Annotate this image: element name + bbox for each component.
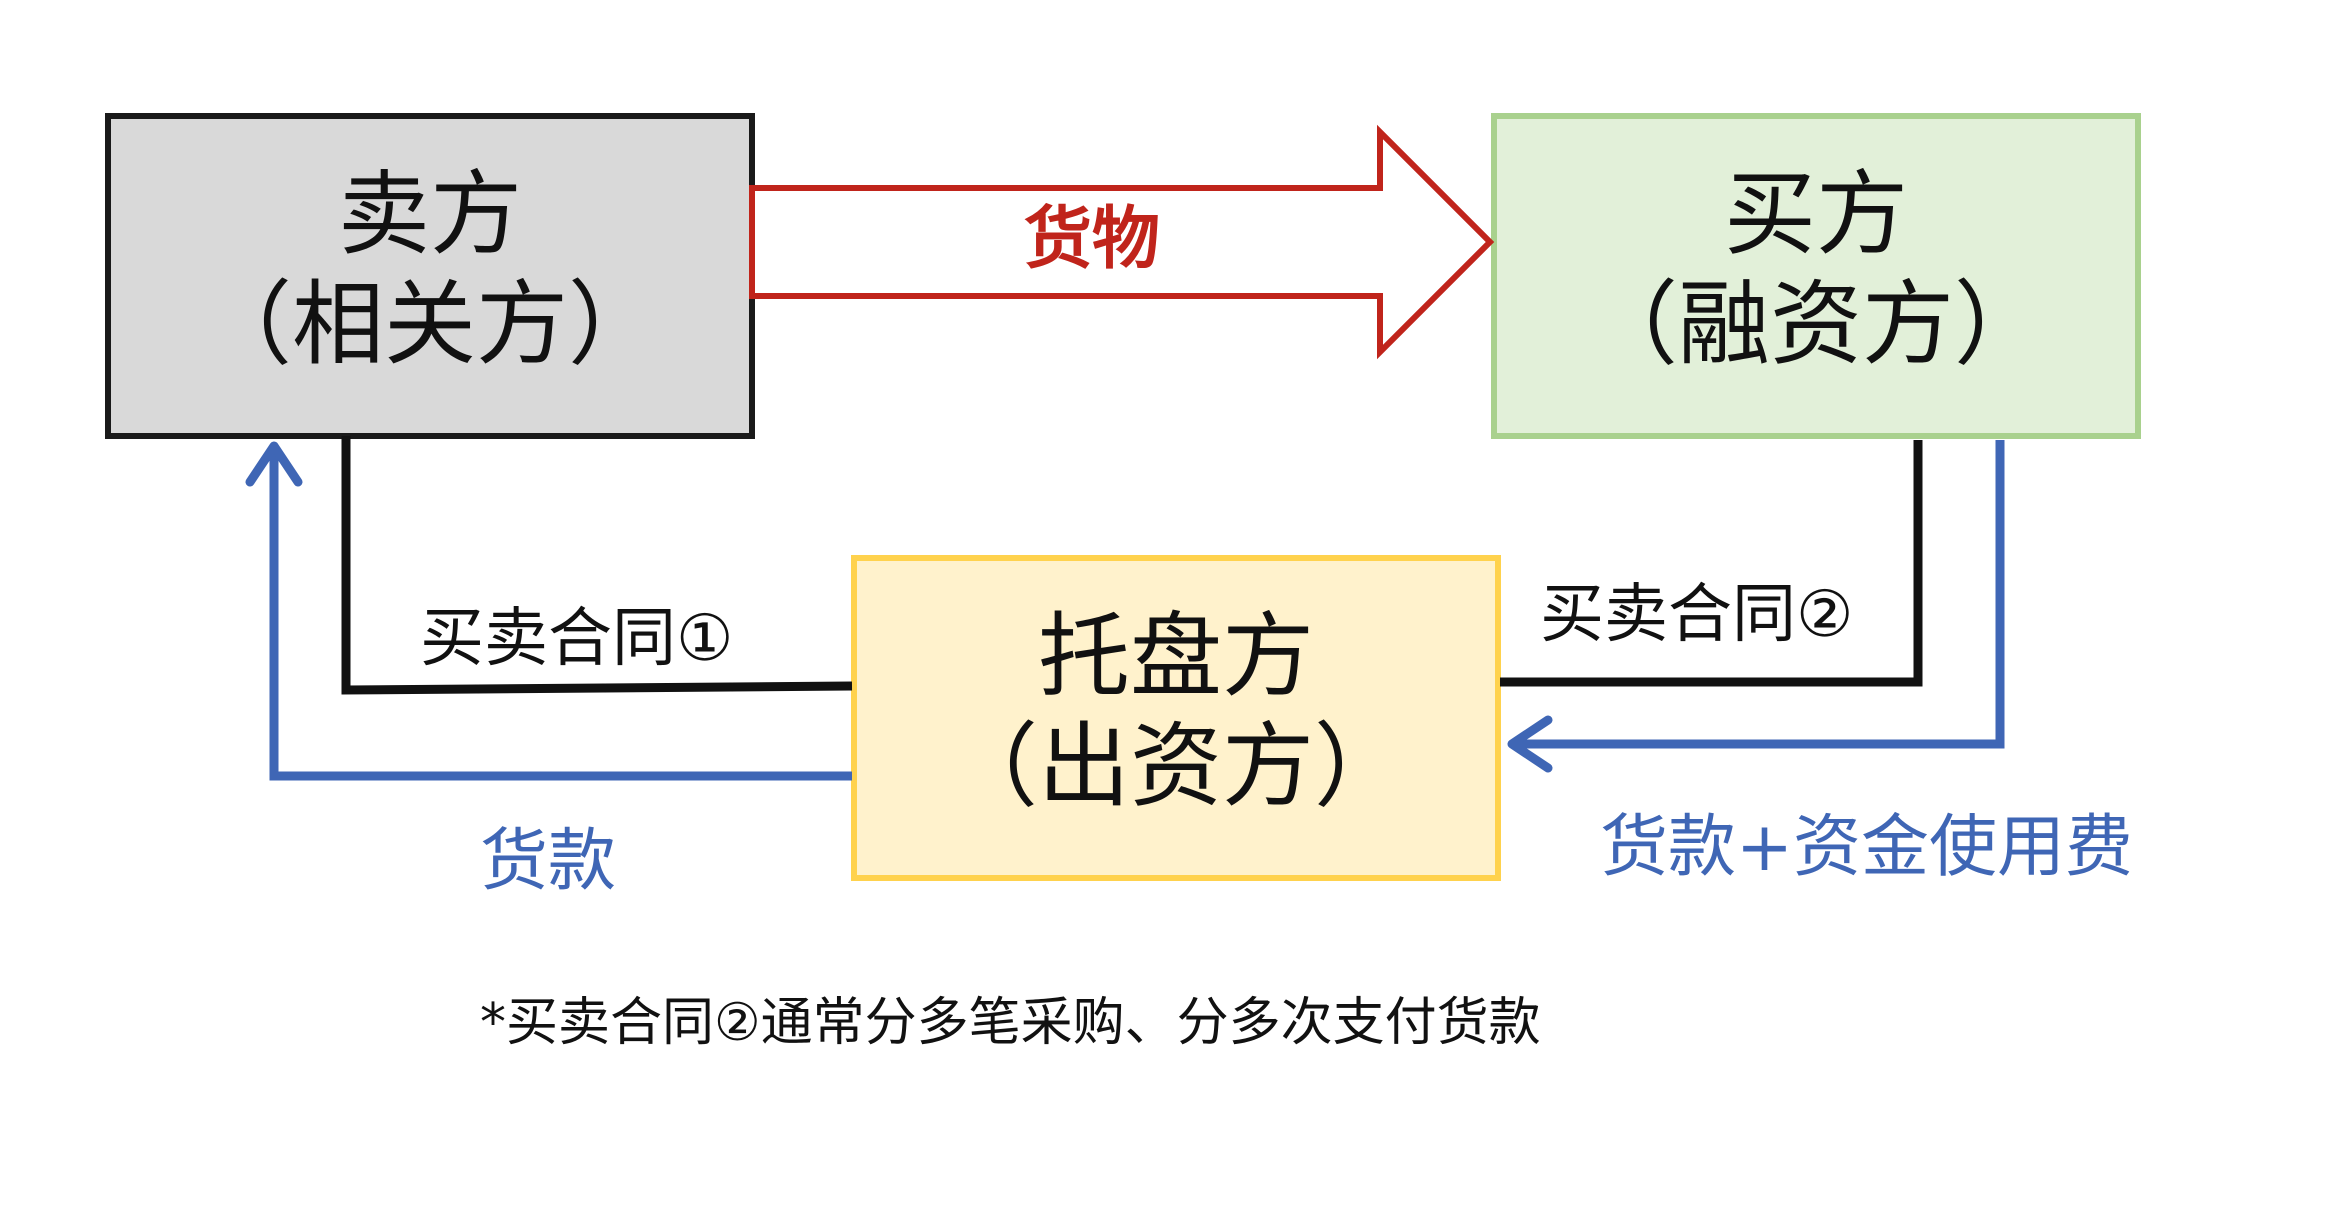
contract2-line [1500, 440, 1923, 687]
buyer-node: 买方 （融资方） [1491, 113, 2141, 439]
custodian-box [851, 555, 1501, 881]
payment-line [269, 446, 852, 781]
custodian-title: 托盘方 [1038, 603, 1314, 710]
buyer-box [1491, 113, 2141, 439]
contract1-line [341, 436, 853, 695]
contract2-flow: 买卖合同② [1500, 440, 1923, 687]
goods-arrow [749, 124, 1495, 360]
seller-subtitle: （相关方） [200, 271, 660, 378]
seller-title: 卖方 [338, 161, 522, 268]
custodian-subtitle: （出资方） [946, 713, 1406, 820]
footnote: *买卖合同②通常分多笔采购、分多次支付货款 [480, 993, 1541, 1053]
payment-fee-flow: 货款+资金使用费 [1507, 440, 2133, 887]
custodian-node: 托盘方 （出资方） [851, 555, 1501, 881]
payment-label: 货款 [480, 822, 616, 901]
goods-flow: 货物 [749, 124, 1495, 360]
contract2-label: 买卖合同② [1540, 578, 1853, 652]
payment-fee-arrowhead [1507, 715, 1553, 773]
payment-fee-label: 货款+资金使用费 [1600, 808, 2133, 887]
goods-label: 货物 [1024, 200, 1160, 279]
contract1-flow: 买卖合同① [341, 436, 853, 695]
seller-box [105, 113, 755, 439]
payment-arrowhead [245, 441, 303, 487]
contract1-label: 买卖合同① [420, 602, 733, 676]
payment-flow: 货款 [245, 441, 852, 901]
payment-fee-line [1512, 440, 2005, 749]
buyer-subtitle: （融资方） [1586, 271, 2046, 378]
seller-node: 卖方 （相关方） [105, 113, 755, 439]
buyer-title: 买方 [1724, 161, 1908, 268]
